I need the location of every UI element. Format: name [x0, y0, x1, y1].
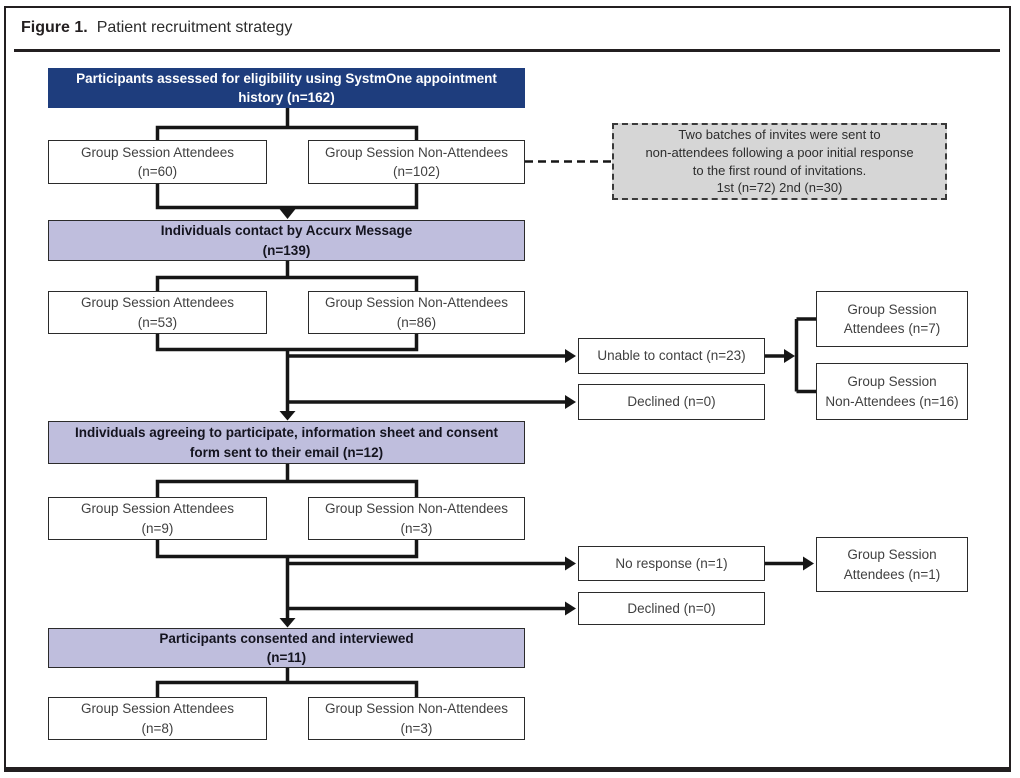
node-declined-first: Declined (n=0) — [578, 384, 765, 420]
node-non-attendees-3-consent: Group Session Non-Attendees (n=3) — [308, 497, 525, 540]
node-eligibility: Participants assessed for eligibility us… — [48, 68, 525, 108]
node-attendees-53: Group Session Attendees (n=53) — [48, 291, 267, 334]
node-attendees-7: Group Session Attendees (n=7) — [816, 291, 968, 347]
node-non-attendees-86: Group Session Non-Attendees (n=86) — [308, 291, 525, 334]
figure-label: Figure 1. — [21, 19, 88, 36]
node-non-attendees-16: Group Session Non-Attendees (n=16) — [816, 363, 968, 420]
node-non-attendees-3-final: Group Session Non-Attendees (n=3) — [308, 697, 525, 740]
node-agreeing: Individuals agreeing to participate, inf… — [48, 421, 525, 464]
node-attendees-9: Group Session Attendees (n=9) — [48, 497, 267, 540]
node-unable-contact: Unable to contact (n=23) — [578, 338, 765, 374]
node-attendees-1: Group Session Attendees (n=1) — [816, 537, 968, 592]
node-non-attendees-102: Group Session Non-Attendees (n=102) — [308, 140, 525, 184]
node-attendees-60: Group Session Attendees (n=60) — [48, 140, 267, 184]
node-consented: Participants consented and interviewed (… — [48, 628, 525, 668]
node-accurx: Individuals contact by Accurx Message (n… — [48, 220, 525, 261]
caption-divider — [14, 49, 1000, 52]
figure-border — [4, 6, 1011, 772]
node-declined-second: Declined (n=0) — [578, 592, 765, 625]
figure-title-text: Patient recruitment strategy — [96, 19, 293, 36]
node-no-response: No response (n=1) — [578, 546, 765, 581]
figure-caption: Figure 1. Patient recruitment strategy — [21, 19, 292, 37]
node-attendees-8: Group Session Attendees (n=8) — [48, 697, 267, 740]
node-invite-note: Two batches of invites were sent to non-… — [612, 123, 947, 200]
